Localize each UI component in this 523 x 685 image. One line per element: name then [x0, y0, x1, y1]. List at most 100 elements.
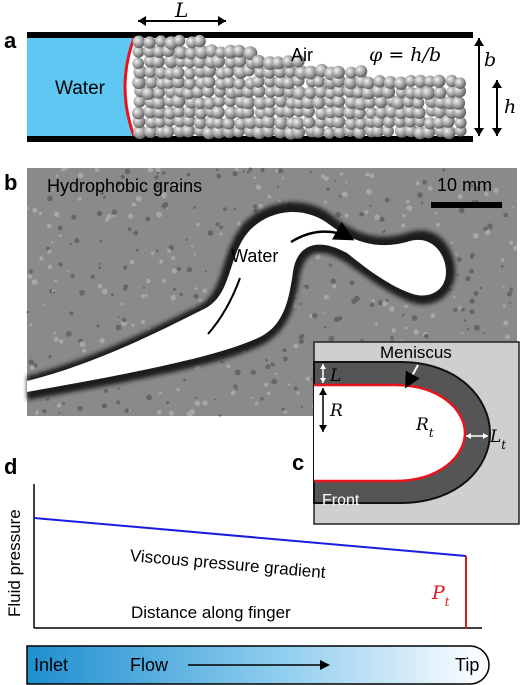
meniscus-label: Meniscus [380, 343, 452, 362]
water-region [27, 38, 134, 136]
grain [345, 66, 358, 79]
grain [352, 86, 365, 99]
grain [164, 54, 179, 68]
grain [354, 117, 368, 130]
panel-letter-b: b [4, 170, 17, 195]
panel-letter-d: d [4, 454, 17, 479]
grain [323, 127, 336, 139]
grain [223, 75, 236, 89]
grain [184, 46, 198, 60]
grain [263, 105, 276, 118]
grain [173, 114, 187, 128]
grain [132, 35, 146, 49]
grain [133, 95, 146, 108]
panel-a: a L Water Air φ = h/b b h [4, 0, 516, 142]
grain [175, 55, 187, 68]
grain [222, 117, 235, 130]
grain [222, 65, 235, 78]
grain [144, 65, 157, 78]
grain [292, 86, 307, 100]
grain [194, 45, 209, 59]
grain [332, 104, 346, 118]
grain [241, 105, 255, 119]
grain [154, 66, 168, 79]
grain [304, 86, 317, 99]
grain [421, 85, 436, 100]
channel-bottom-wall [27, 136, 473, 142]
grain [194, 106, 208, 120]
grain-packing [132, 34, 467, 140]
grain [284, 65, 297, 78]
grain [193, 34, 206, 48]
phi-formula: φ = h/b [369, 44, 441, 66]
grain [163, 106, 177, 120]
pressure-gradient-line [33, 517, 467, 557]
grain [144, 75, 159, 89]
grain [183, 77, 197, 90]
grain [182, 87, 195, 100]
meniscus-pointer [405, 364, 420, 389]
air-label: Air [291, 45, 313, 65]
grain [213, 95, 226, 108]
grain [365, 106, 378, 119]
grain [132, 57, 144, 70]
grain [343, 105, 357, 120]
finger-water-region [27, 212, 446, 392]
grain [252, 84, 266, 98]
panel-c: Front Meniscus L R Rt Lt c [292, 341, 520, 525]
grain [383, 115, 396, 128]
grain [251, 74, 265, 88]
grain [154, 115, 166, 128]
grain [333, 125, 347, 139]
grain [173, 34, 186, 47]
grain [253, 95, 268, 110]
radius-r-label: R [329, 401, 343, 421]
inset-water [314, 385, 465, 481]
grain [373, 75, 386, 88]
grain [152, 45, 166, 58]
grain [233, 77, 246, 90]
grain [203, 96, 216, 110]
dimension-h-label: h [504, 96, 516, 118]
grain [161, 125, 175, 138]
gradient-label: Viscous pressure gradient [129, 546, 326, 582]
tip-pressure-label: Pt [431, 582, 450, 609]
grain [312, 95, 326, 110]
scale-bar [431, 202, 502, 208]
dimension-l-label: L [174, 0, 188, 22]
grain [343, 75, 358, 90]
scale-bar-label: 10 mm [437, 175, 492, 195]
grain [155, 35, 167, 48]
flow-path-line [207, 277, 241, 335]
grain [143, 104, 157, 119]
grain [141, 86, 155, 101]
grain [424, 75, 436, 88]
finger-water-label: Water [231, 246, 278, 266]
grain [193, 116, 207, 129]
grain [261, 114, 276, 129]
grain [404, 74, 417, 87]
grain [432, 74, 446, 88]
panel-letter-a: a [4, 28, 17, 53]
grain [331, 114, 346, 129]
x-axis-label: Distance along finger [131, 603, 291, 622]
grain [393, 76, 408, 91]
grain [303, 65, 318, 80]
flow-direction-arrow [290, 221, 355, 244]
grain [174, 45, 188, 60]
grain [205, 44, 219, 58]
grain [332, 94, 346, 108]
grain [251, 54, 266, 69]
grain [331, 65, 345, 79]
grain [212, 116, 225, 129]
grain [193, 97, 206, 110]
grain [302, 115, 316, 129]
grain [293, 105, 305, 118]
tip-label: Tip [455, 655, 479, 675]
grain [271, 56, 285, 70]
grain [404, 115, 417, 128]
grain [263, 96, 276, 108]
grain [315, 106, 329, 120]
grain [313, 75, 325, 88]
panel-letter-c: c [292, 450, 304, 475]
